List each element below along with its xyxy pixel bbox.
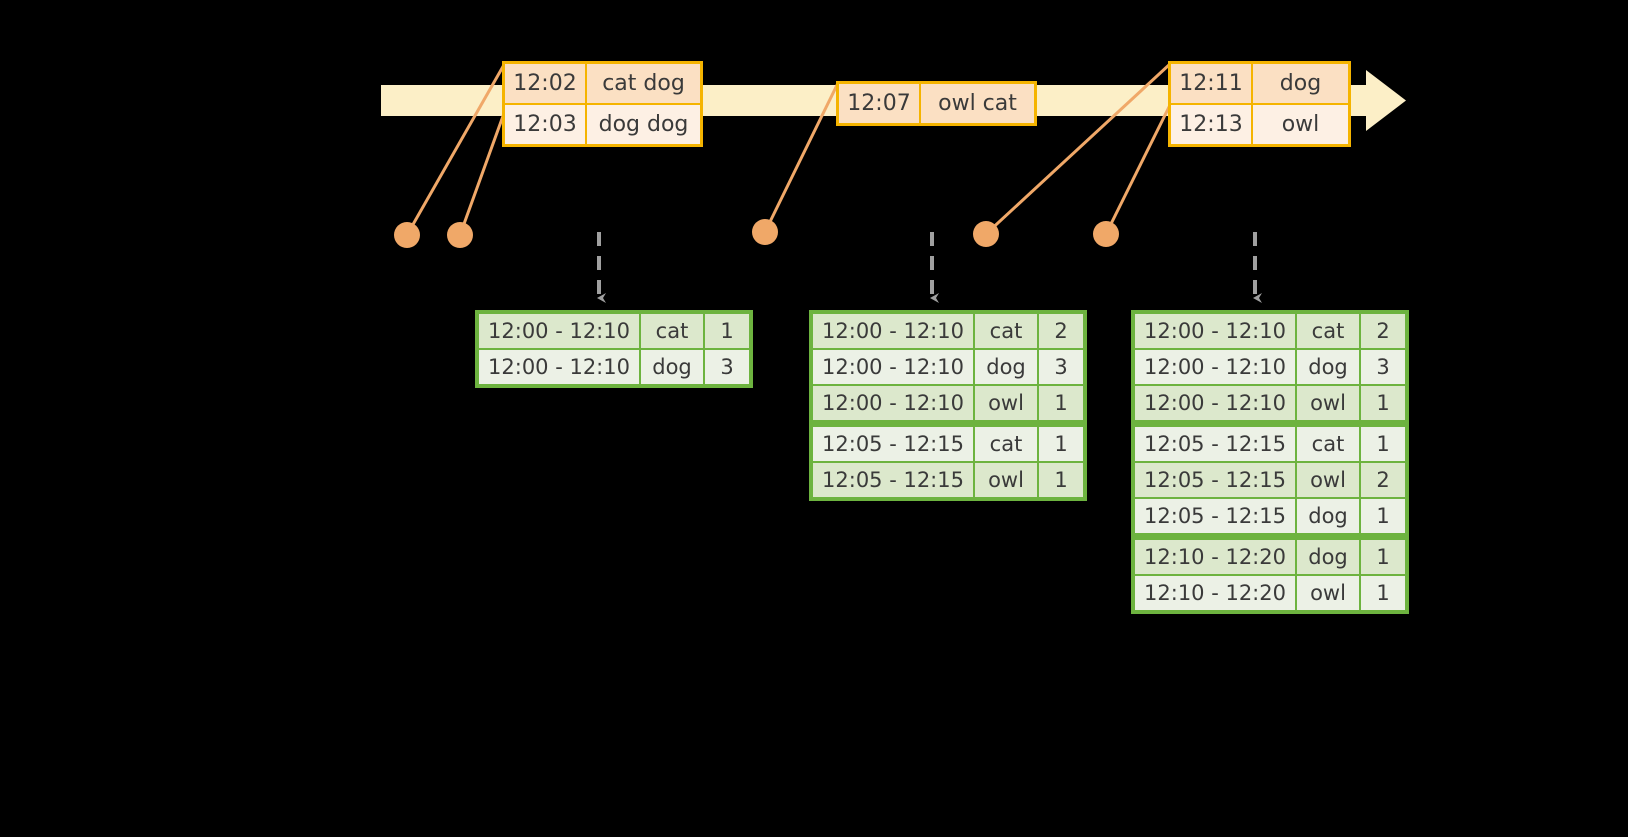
- dashed-arrows: [597, 232, 1262, 303]
- cell-count: 1: [1361, 427, 1405, 461]
- cell-key: cat: [1297, 427, 1359, 461]
- dot-1213: [1093, 221, 1119, 247]
- connector-1207: [763, 82, 840, 233]
- cell-window: 12:05 - 12:15: [813, 463, 973, 497]
- window-group-divider: [1135, 422, 1405, 425]
- cell-key: owl: [1297, 463, 1359, 497]
- cell-key: owl: [975, 386, 1037, 420]
- cell-count: 3: [1361, 350, 1405, 384]
- cell-key: dog: [975, 350, 1037, 384]
- cell-key: dog: [1297, 350, 1359, 384]
- dot-1207: [752, 219, 778, 245]
- cell-window: 12:00 - 12:10: [1135, 350, 1295, 384]
- cell-window: 12:05 - 12:15: [1135, 463, 1295, 497]
- cell-window: 12:00 - 12:10: [479, 350, 639, 384]
- event-time: 12:07: [839, 84, 921, 123]
- cell-key: cat: [641, 314, 703, 348]
- cell-count: 1: [1039, 427, 1083, 461]
- cell-window: 12:00 - 12:10: [1135, 314, 1295, 348]
- cell-count: 1: [1361, 499, 1405, 533]
- connector-1202: [405, 62, 507, 236]
- cell-count: 1: [1039, 463, 1083, 497]
- cell-count: 1: [705, 314, 749, 348]
- cell-window: 12:00 - 12:10: [479, 314, 639, 348]
- cell-count: 1: [1361, 386, 1405, 420]
- cell-window: 12:05 - 12:15: [1135, 499, 1295, 533]
- event-words: owl cat: [921, 84, 1034, 123]
- connector-1213: [1104, 102, 1173, 235]
- event-time: 12:13: [1171, 105, 1253, 144]
- cell-count: 3: [705, 350, 749, 384]
- connector-dots: [394, 219, 1119, 248]
- event-time: 12:02: [505, 64, 587, 103]
- cell-key: dog: [1297, 540, 1359, 574]
- cell-key: dog: [641, 350, 703, 384]
- cell-count: 1: [1039, 386, 1083, 420]
- dot-1203: [447, 222, 473, 248]
- cell-key: cat: [975, 314, 1037, 348]
- event-words: cat dog: [587, 64, 700, 103]
- connector-1203: [458, 104, 509, 236]
- event-time: 12:03: [505, 105, 587, 144]
- cell-count: 2: [1039, 314, 1083, 348]
- cell-count: 2: [1361, 463, 1405, 497]
- window-group-divider: [813, 422, 1083, 425]
- cell-window: 12:00 - 12:10: [813, 314, 973, 348]
- cell-key: cat: [1297, 314, 1359, 348]
- cell-key: dog: [1297, 499, 1359, 533]
- event-words: dog dog: [587, 105, 700, 144]
- cell-count: 1: [1361, 576, 1405, 610]
- cell-window: 12:00 - 12:10: [1135, 386, 1295, 420]
- cell-window: 12:00 - 12:10: [813, 350, 973, 384]
- event-words: owl: [1253, 105, 1348, 144]
- event-time: 12:11: [1171, 64, 1253, 103]
- cell-window: 12:10 - 12:20: [1135, 576, 1295, 610]
- cell-key: cat: [975, 427, 1037, 461]
- cell-count: 2: [1361, 314, 1405, 348]
- cell-count: 1: [1361, 540, 1405, 574]
- cell-window: 12:05 - 12:15: [1135, 427, 1295, 461]
- cell-key: owl: [975, 463, 1037, 497]
- dot-1211: [973, 221, 999, 247]
- cell-window: 12:10 - 12:20: [1135, 540, 1295, 574]
- window-group-divider: [1135, 535, 1405, 538]
- event-words: dog: [1253, 64, 1348, 103]
- cell-count: 3: [1039, 350, 1083, 384]
- cell-key: owl: [1297, 386, 1359, 420]
- cell-key: owl: [1297, 576, 1359, 610]
- cell-window: 12:00 - 12:10: [813, 386, 973, 420]
- cell-window: 12:05 - 12:15: [813, 427, 973, 461]
- dot-1202: [394, 222, 420, 248]
